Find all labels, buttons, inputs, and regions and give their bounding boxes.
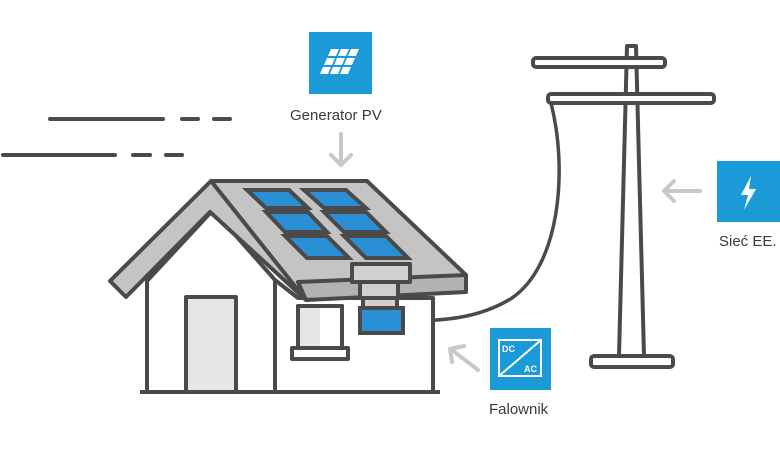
dc-ac-converter-icon: DC AC (490, 328, 551, 390)
motion-lines (1, 117, 232, 157)
grid-label: Sieć EE. (719, 233, 777, 250)
inverter-label: Falownik (489, 401, 549, 418)
pv-generator-label: Generator PV (290, 107, 382, 124)
lightning-bolt-icon (717, 161, 780, 222)
arrow-down-to-roof (329, 132, 353, 167)
arrow-to-inverter (448, 344, 480, 372)
inverter-box (358, 306, 405, 335)
solar-panel-icon (309, 32, 372, 94)
arrow-left-to-pole (662, 179, 702, 203)
arrows (329, 132, 702, 372)
power-pole (531, 44, 716, 369)
roof-solar-panels (241, 188, 413, 260)
grid-cable (403, 101, 561, 323)
dc-text: DC (502, 344, 515, 354)
ac-text: AC (524, 364, 537, 374)
